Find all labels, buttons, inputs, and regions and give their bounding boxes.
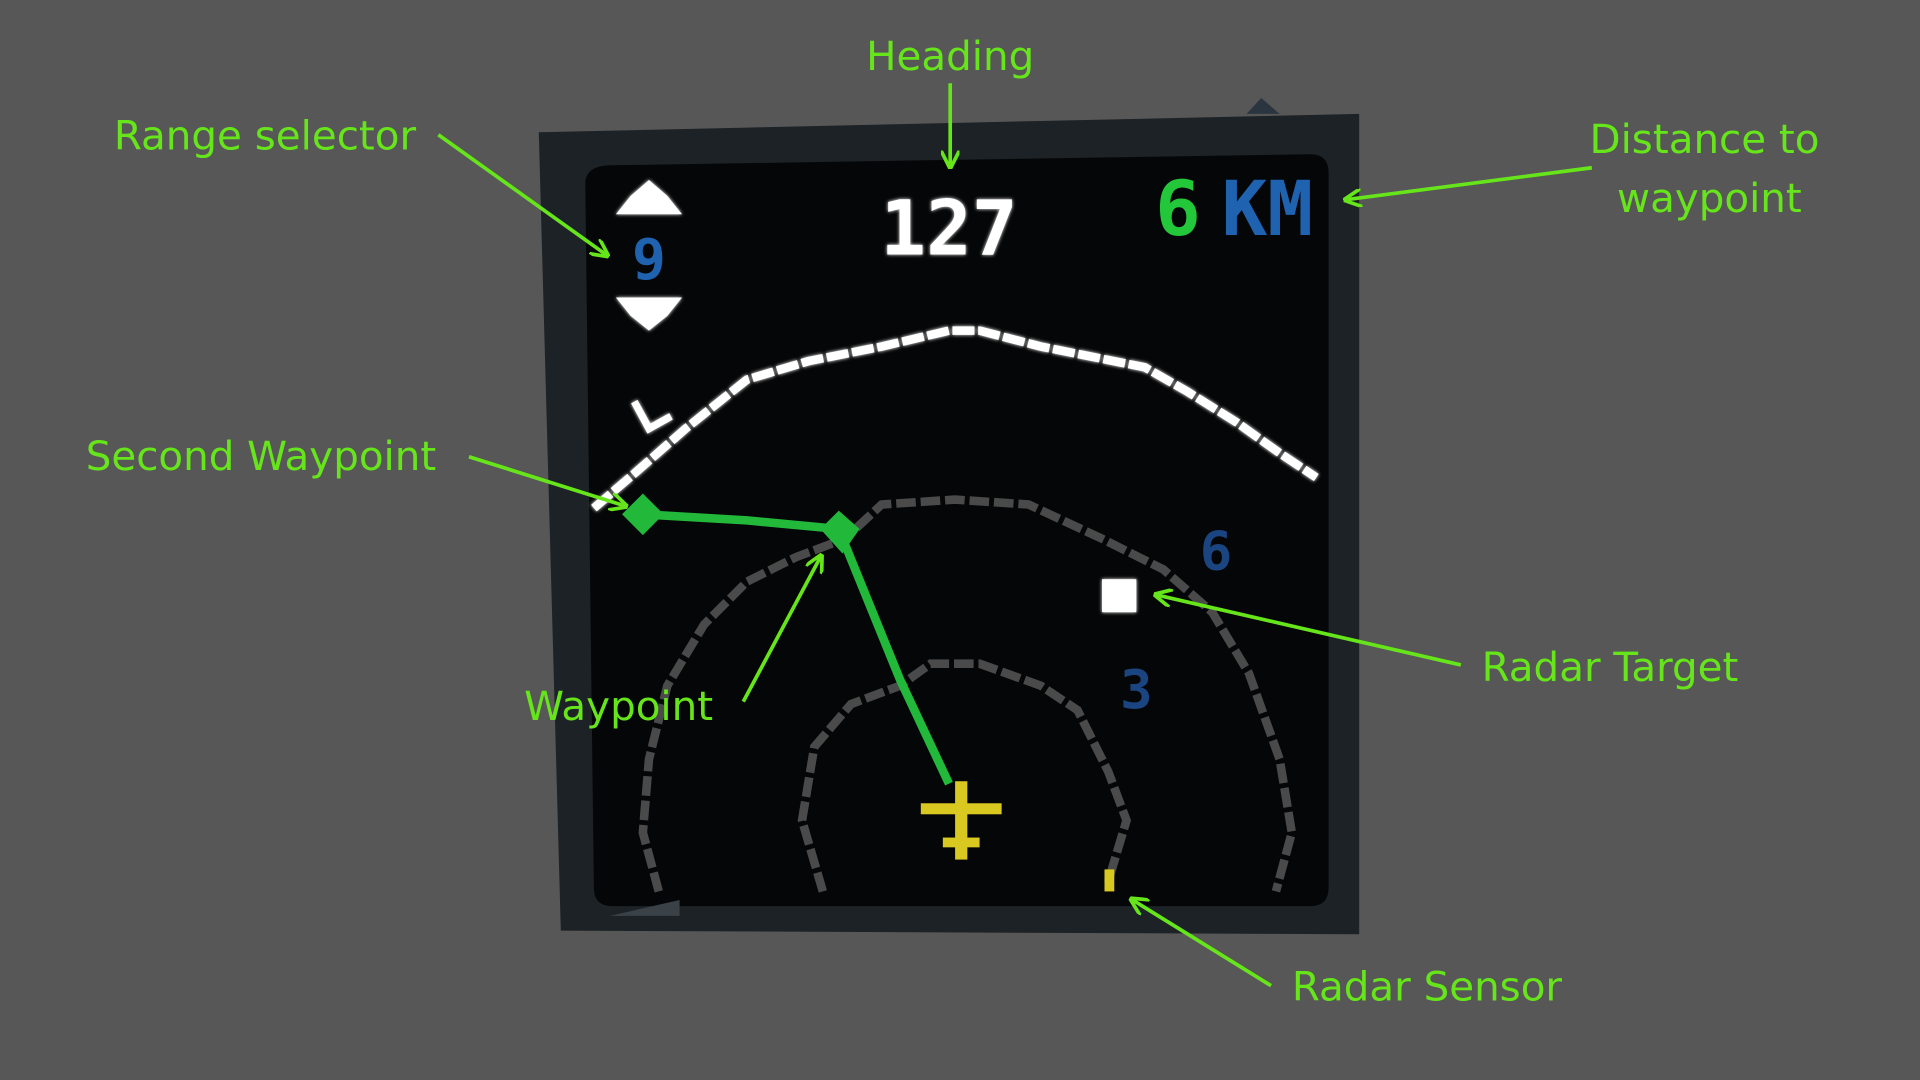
range-up-button[interactable]: [615, 180, 683, 215]
ring-label-6: 6: [1200, 519, 1232, 582]
annotation-range-selector: Range selector: [114, 111, 417, 159]
annotation-radar-sensor: Radar Sensor: [1292, 962, 1563, 1010]
radar-sensor: [1104, 869, 1115, 892]
heading-tick-icon: [631, 399, 673, 434]
outer-range-ring: [638, 495, 1297, 893]
radar-target: [1102, 579, 1137, 613]
annotation-second-waypoint: Second Waypoint: [86, 432, 437, 480]
distance-value: 6: [1155, 165, 1201, 253]
aircraft-icon: [920, 781, 1002, 860]
display-screen: [585, 154, 1329, 907]
heading-value: 127: [880, 185, 1017, 273]
annotation-radar-target: Radar Target: [1482, 643, 1739, 691]
range-down-button[interactable]: [615, 297, 683, 331]
annotation-heading: Heading: [866, 32, 1034, 80]
annotation-distance-line2: waypoint: [1617, 174, 1802, 222]
waypoint-marker: [820, 510, 860, 554]
annotation-distance-line1: Distance to: [1589, 115, 1819, 163]
range-value: 9: [632, 228, 666, 293]
distance-unit: KM: [1222, 165, 1313, 253]
ring-label-3: 3: [1120, 658, 1152, 721]
heading-arc: [591, 326, 1319, 512]
annotation-waypoint: Waypoint: [524, 682, 713, 730]
inner-range-ring: [797, 659, 1132, 893]
